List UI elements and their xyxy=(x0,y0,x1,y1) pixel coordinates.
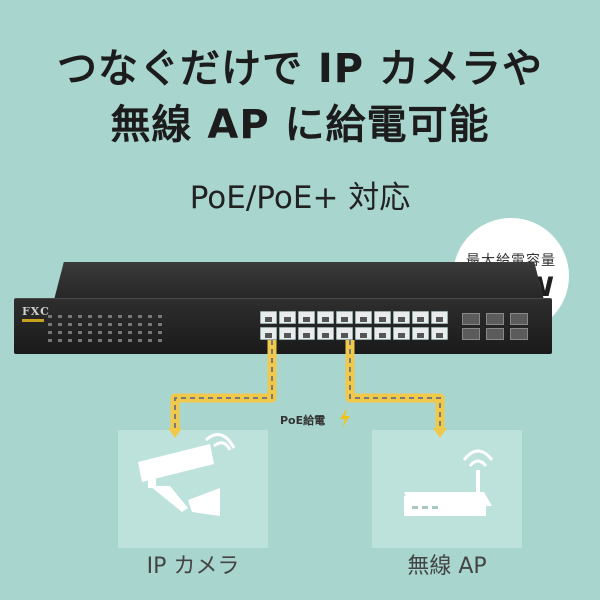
sfp-port xyxy=(510,328,528,340)
ethernet-port xyxy=(260,311,277,324)
security-camera-icon xyxy=(138,433,236,516)
ethernet-port xyxy=(336,311,353,324)
sfp-port-group xyxy=(462,313,528,340)
ethernet-port xyxy=(431,327,448,340)
ethernet-port xyxy=(336,327,353,340)
switch-led-panel xyxy=(48,315,162,347)
poe-switch: FXC xyxy=(14,298,552,354)
ethernet-port xyxy=(374,327,391,340)
ethernet-port xyxy=(317,311,334,324)
ethernet-port xyxy=(412,327,429,340)
switch-logo-bar xyxy=(22,319,44,322)
poe-support-subtitle: PoE/PoE+ 対応 xyxy=(189,180,411,216)
switch-logo: FXC xyxy=(22,305,50,318)
ethernet-port xyxy=(298,311,315,324)
sfp-port xyxy=(462,313,480,325)
wireless-ap-box xyxy=(372,430,522,548)
port-group-2 xyxy=(336,311,410,340)
ethernet-port xyxy=(298,327,315,340)
lightning-bolt-icon xyxy=(340,408,350,428)
switch-top-panel xyxy=(54,262,544,300)
ethernet-port xyxy=(355,311,372,324)
ethernet-port xyxy=(317,327,334,340)
headline-line-2: 無線 AP に給電可能 xyxy=(110,102,490,148)
arrow-to-ap xyxy=(433,428,447,438)
ethernet-port xyxy=(431,311,448,324)
ethernet-port xyxy=(279,311,296,324)
arrow-to-camera xyxy=(168,428,182,438)
ethernet-port xyxy=(412,311,429,324)
ip-camera-label: IP カメラ xyxy=(146,554,240,579)
port-group-1 xyxy=(260,311,334,340)
poe-power-label: PoE給電 xyxy=(280,414,326,427)
headline-line-1: つなぐだけで IP カメラや xyxy=(56,46,544,92)
ethernet-port xyxy=(279,327,296,340)
ethernet-port xyxy=(355,327,372,340)
ethernet-port xyxy=(374,311,391,324)
sfp-port xyxy=(486,313,504,325)
ethernet-port xyxy=(393,311,410,324)
wireless-access-point-icon xyxy=(404,449,494,516)
cable-to-ap xyxy=(345,340,445,430)
sfp-port xyxy=(510,313,528,325)
sfp-port xyxy=(486,328,504,340)
wireless-ap-label: 無線 AP xyxy=(407,554,487,579)
cable-to-camera xyxy=(170,340,277,430)
ethernet-port xyxy=(260,327,277,340)
ethernet-port xyxy=(393,327,410,340)
sfp-port xyxy=(462,328,480,340)
port-group-3 xyxy=(412,311,448,340)
